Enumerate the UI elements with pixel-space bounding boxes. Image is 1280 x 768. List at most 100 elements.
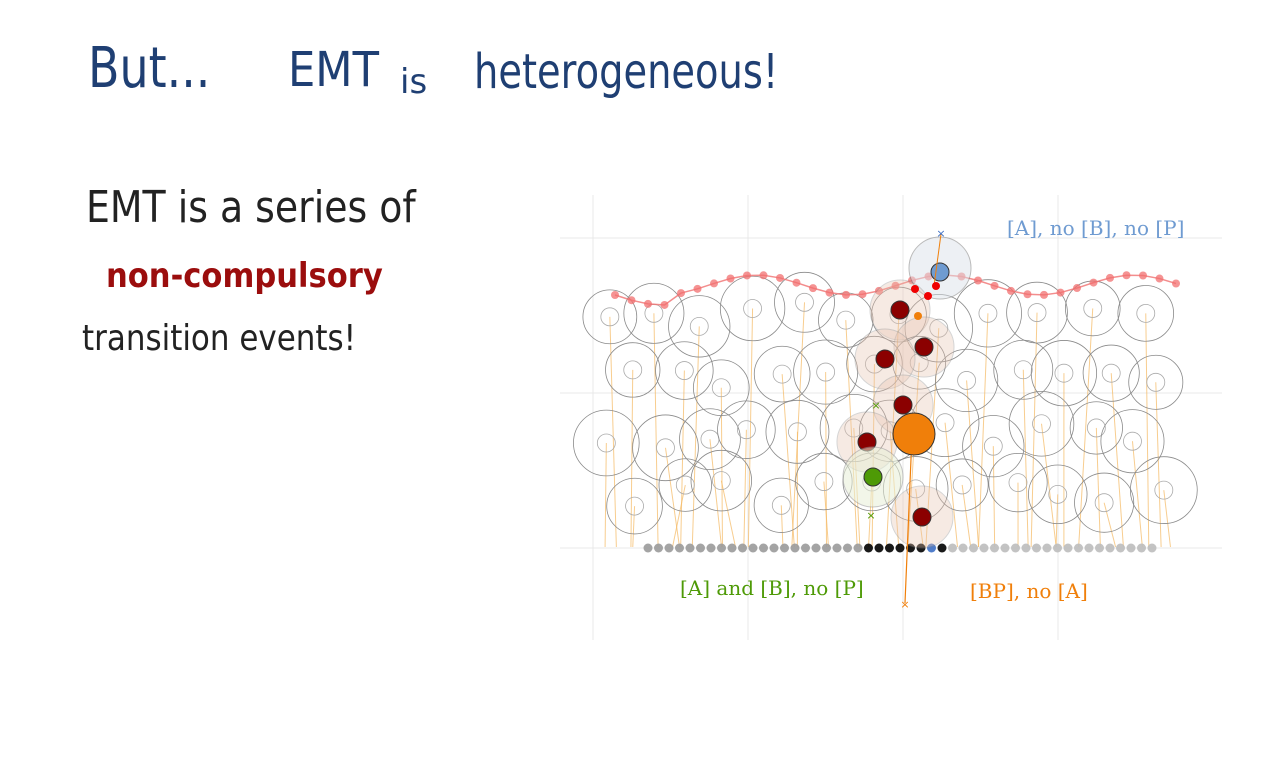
nucleus-outline	[816, 362, 836, 382]
baseline-dot	[990, 543, 999, 553]
baseline-dot	[780, 543, 789, 553]
nucleus-outline	[983, 436, 1003, 456]
nucleus-outline	[625, 496, 644, 516]
baseline-dot	[1084, 543, 1094, 553]
nucleus-outline	[711, 471, 731, 491]
cell-outline	[753, 345, 811, 403]
baseline-dot	[738, 543, 747, 553]
cell-layer-diagram: ×××× [A], no [B], no [P] [A] and [B], no…	[560, 195, 1222, 640]
slide-title-but: But...	[88, 36, 211, 101]
surface-dot	[792, 278, 801, 287]
cell-outline	[774, 271, 835, 333]
surface-dot	[1073, 284, 1081, 293]
projection-line	[1131, 441, 1143, 548]
blue-cell-line	[933, 233, 942, 287]
surface-dot	[842, 290, 850, 299]
cell-outline	[1008, 391, 1075, 457]
cell-outline	[605, 342, 661, 398]
baseline-dot	[759, 543, 768, 553]
projection-line	[743, 429, 747, 548]
projection-line	[1145, 313, 1150, 548]
baseline-dot	[916, 543, 926, 553]
baseline-dot	[1021, 543, 1031, 553]
baseline-dot	[1105, 543, 1115, 553]
nucleus-outline	[795, 292, 814, 312]
projection-line	[709, 439, 723, 548]
cell-outline	[935, 348, 999, 413]
baseline-dot	[696, 543, 705, 553]
baseline-dot	[801, 543, 810, 553]
slide-title-heterogeneous: heterogeneous!	[474, 44, 779, 100]
projection-line	[632, 506, 636, 548]
baseline-dot	[874, 543, 884, 553]
nucleus-outline	[600, 307, 620, 327]
nucleus-outline	[1032, 414, 1051, 434]
cell-outline	[582, 289, 638, 345]
nucleus-outline	[1154, 480, 1174, 500]
surface-dot	[1056, 288, 1065, 297]
cell-outline	[935, 458, 989, 512]
body-line-1: EMT is a series of	[86, 182, 416, 233]
baseline-dot	[1042, 543, 1052, 553]
projection-line	[961, 484, 972, 548]
projection-line	[747, 308, 754, 548]
baseline-dot	[1011, 543, 1020, 553]
projection-line	[1041, 423, 1057, 548]
projection-line	[653, 313, 659, 548]
projection-line	[885, 314, 900, 548]
projection-line	[791, 302, 806, 548]
baseline-dot	[706, 543, 716, 553]
surface-dot	[710, 279, 718, 288]
projection-line	[823, 481, 829, 548]
cell-outline	[655, 341, 714, 400]
dark-red-nucleus	[893, 395, 913, 415]
projection-line	[1163, 490, 1171, 548]
projection-line	[978, 313, 989, 548]
baseline-dot	[811, 543, 821, 553]
nucleus-outline	[935, 413, 955, 433]
cell-outline	[623, 282, 685, 344]
baseline-dot	[790, 543, 800, 553]
orange-nucleus	[892, 412, 936, 456]
dark-red-nucleus	[875, 349, 895, 369]
nucleus-outline	[623, 360, 643, 380]
surface-dot	[776, 273, 784, 282]
baseline-dot	[1116, 543, 1125, 553]
projection-line	[672, 484, 686, 548]
body-line-3: transition events!	[82, 318, 357, 359]
projection-line	[664, 447, 681, 548]
cell-outline	[719, 275, 786, 342]
nucleus-outline	[1013, 360, 1033, 380]
baseline-dot	[1053, 543, 1062, 553]
cell-outline	[846, 335, 903, 393]
baseline-dot	[727, 543, 737, 553]
surface-dot	[1155, 274, 1164, 283]
baseline-dot	[906, 543, 915, 553]
surface-dot	[990, 281, 999, 290]
nucleus-outline	[736, 420, 756, 440]
nucleus-outline	[1027, 303, 1047, 322]
projection-line	[1155, 382, 1162, 548]
cell-outline	[679, 408, 741, 471]
dark-red-nucleus	[912, 507, 932, 527]
surface-dot	[693, 284, 702, 293]
projection-line	[720, 480, 736, 548]
nucleus-outline	[1083, 299, 1103, 318]
cell-outline	[1069, 401, 1123, 455]
cell-outline	[573, 409, 640, 477]
red-surface-dot	[932, 282, 940, 290]
baseline-dot	[748, 543, 758, 553]
baseline-dot	[853, 543, 863, 553]
surface-dot	[1089, 278, 1098, 287]
nucleus-outline	[978, 303, 998, 323]
surface-dot	[1106, 273, 1114, 282]
cell-outline	[1074, 472, 1135, 533]
cell-outline	[632, 414, 699, 482]
surface-dot	[1122, 271, 1131, 280]
baseline-dot	[1137, 543, 1146, 553]
projection-line	[1078, 308, 1094, 548]
projection-line	[966, 380, 980, 548]
baseline-dot	[832, 543, 842, 553]
baseline-dot	[675, 543, 684, 553]
baseline-dots	[643, 543, 1157, 553]
